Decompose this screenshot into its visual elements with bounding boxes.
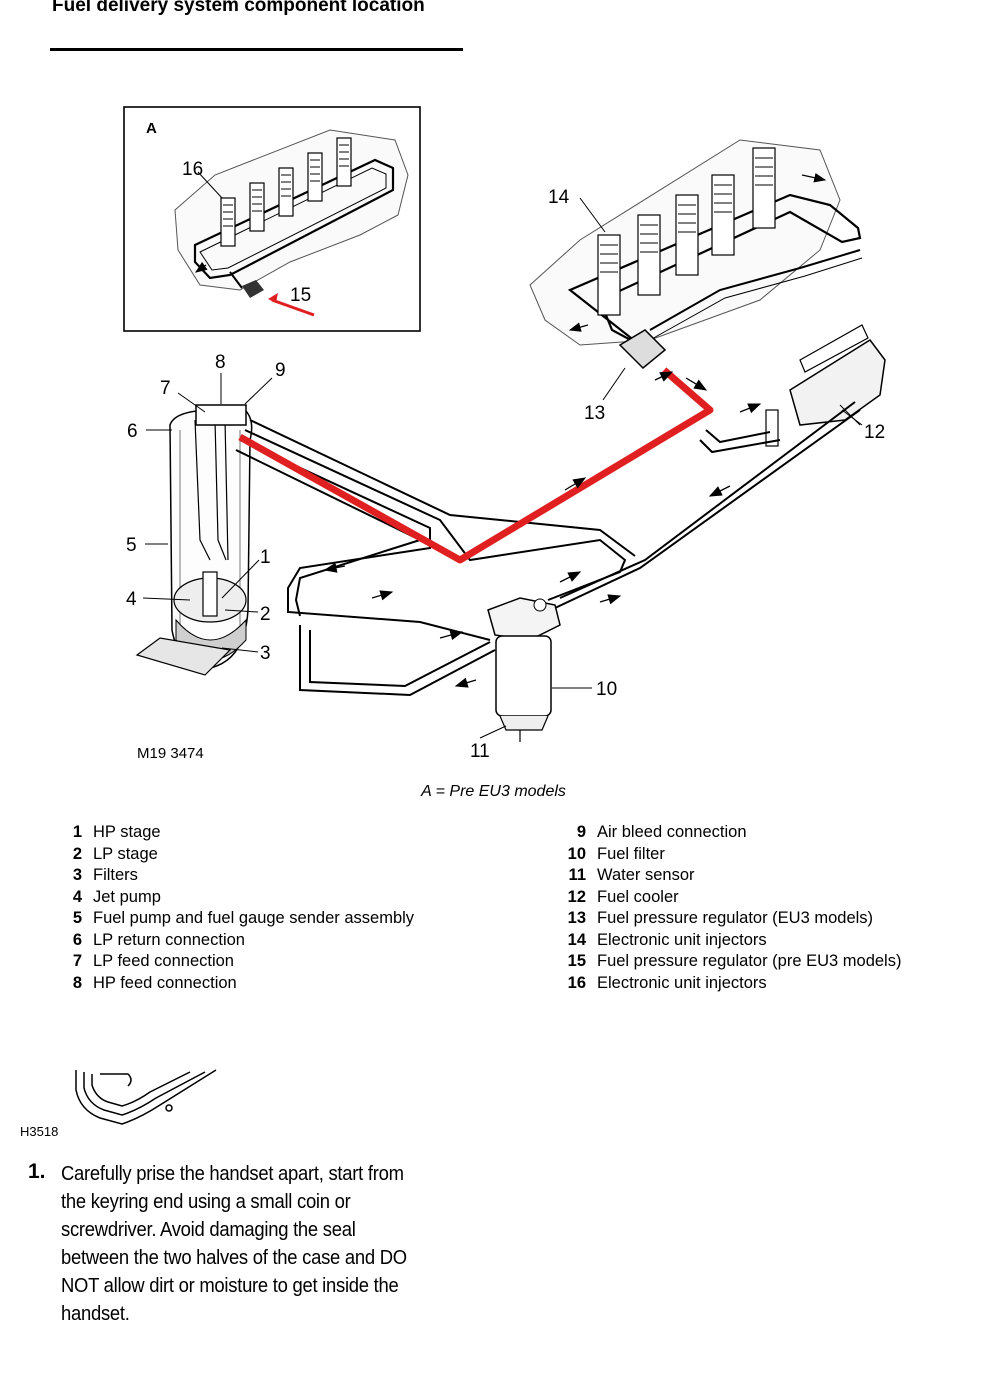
legend-item: 2 LP stage <box>60 844 414 866</box>
legend-item: 1 HP stage <box>60 822 414 844</box>
legend-left: 1 HP stage 2 LP stage 3 Filters 4 Jet pump 5… <box>60 822 414 994</box>
legend-item: 15 Fuel pressure regulator (pre EU3 model… <box>560 951 902 973</box>
callout-16: 16 <box>182 159 203 180</box>
legend-num: 16 <box>567 973 586 992</box>
inset-label: A <box>146 120 157 137</box>
callout-2: 2 <box>260 604 271 625</box>
callout-5: 5 <box>126 535 137 556</box>
second-figure-ref: H3518 <box>20 1124 59 1139</box>
legend-text: Fuel cooler <box>597 887 679 906</box>
legend-item: 7 LP feed connection <box>60 951 414 973</box>
legend-num: 15 <box>567 952 586 970</box>
legend-item: 5 Fuel pump and fuel gauge sender assembl… <box>60 908 414 930</box>
hp-feed-line-highlight <box>238 367 714 564</box>
callout-14: 14 <box>548 187 570 208</box>
callout-1: 1 <box>260 547 271 568</box>
legend-num: 7 <box>72 952 82 970</box>
legend-num: 12 <box>567 887 586 906</box>
callout-12: 12 <box>864 422 885 443</box>
legend-num: 1 <box>72 823 82 841</box>
legend-item: 10 Fuel filter <box>560 844 901 866</box>
legend-item: 6 LP return connection <box>60 930 414 952</box>
callout-13: 13 <box>584 403 605 424</box>
legend-item: 4 Jet pump <box>60 887 414 909</box>
callout-6: 6 <box>127 421 138 442</box>
legend-num: 10 <box>567 844 586 863</box>
legend-text: Fuel pressure regulator (EU3 models) <box>597 909 874 927</box>
legend-item: 9 Air bleed connection <box>560 822 901 844</box>
legend-item: 3 Filters <box>60 865 414 887</box>
legend-text: Filters <box>93 866 138 884</box>
legend-text: Fuel pressure regulator (pre EU3 models) <box>597 952 902 970</box>
engine-main <box>529 139 863 370</box>
legend-text: HP stage <box>93 823 161 841</box>
legend-num: 3 <box>72 866 82 884</box>
callout-10: 10 <box>596 679 617 700</box>
section-title: Fuel delivery system component location <box>52 0 425 16</box>
legend-item: 14 Electronic unit injectors <box>560 930 901 952</box>
legend-num: 14 <box>567 930 586 949</box>
legend-text: HP feed connection <box>93 973 237 992</box>
legend-item: 8 HP feed connection <box>60 973 414 995</box>
title-rule <box>50 48 463 51</box>
legend-num: 11 <box>568 866 586 884</box>
legend-text: Fuel filter <box>597 844 665 863</box>
legend-text: Jet pump <box>93 887 161 906</box>
legend-text: Air bleed connection <box>597 823 747 841</box>
legend-num: 6 <box>72 930 82 949</box>
callout-7: 7 <box>160 378 171 399</box>
step-text: Carefully prise the handset apart, start… <box>60 1162 407 1325</box>
figure-ref: M19 3474 <box>137 745 204 762</box>
callout-4: 4 <box>126 589 137 610</box>
legend-text: LP return connection <box>93 930 245 949</box>
legend-num: 2 <box>72 844 82 863</box>
legend-text: Fuel pump and fuel gauge sender assembly <box>93 909 415 927</box>
diagram-caption: A = Pre EU3 models <box>421 783 566 800</box>
legend-item: 12 Fuel cooler <box>560 887 901 909</box>
step-number: 1. <box>28 1160 46 1183</box>
callout-9: 9 <box>275 360 286 381</box>
legend-num: 4 <box>72 887 82 906</box>
legend-num: 9 <box>576 823 586 841</box>
handset-figure-fragment <box>75 1069 217 1125</box>
callout-15: 15 <box>290 285 311 306</box>
legend-text: LP feed connection <box>93 952 234 970</box>
legend-num: 5 <box>72 909 82 927</box>
fuel-pump-assembly <box>135 404 253 676</box>
instruction-step: 1. Carefully prise the handset apart, st… <box>28 1160 458 1328</box>
legend-num: 8 <box>72 973 82 992</box>
legend-text: LP stage <box>93 844 158 863</box>
flow-arrows <box>323 371 762 688</box>
legend-num: 13 <box>567 909 586 927</box>
leader-lines <box>142 367 863 739</box>
inset-pre-eu3: A <box>123 106 421 332</box>
legend-text: Electronic unit injectors <box>597 973 767 992</box>
legend-right: 9 Air bleed connection 10 Fuel filter 11 Wa… <box>560 822 902 995</box>
callout-3: 3 <box>260 643 271 664</box>
legend-item: 11 Water sensor <box>560 865 901 887</box>
legend-text: Water sensor <box>597 866 695 884</box>
fuel-cooler <box>765 324 886 447</box>
legend-item: 16 Electronic unit injectors <box>560 973 901 995</box>
legend-item: 13 Fuel pressure regulator (EU3 models) <box>560 908 901 930</box>
callout-8: 8 <box>215 352 226 373</box>
legend-text: Electronic unit injectors <box>597 930 767 949</box>
fuel-pipes <box>235 401 861 697</box>
callout-11: 11 <box>470 741 490 762</box>
fuel-filter <box>487 597 561 742</box>
